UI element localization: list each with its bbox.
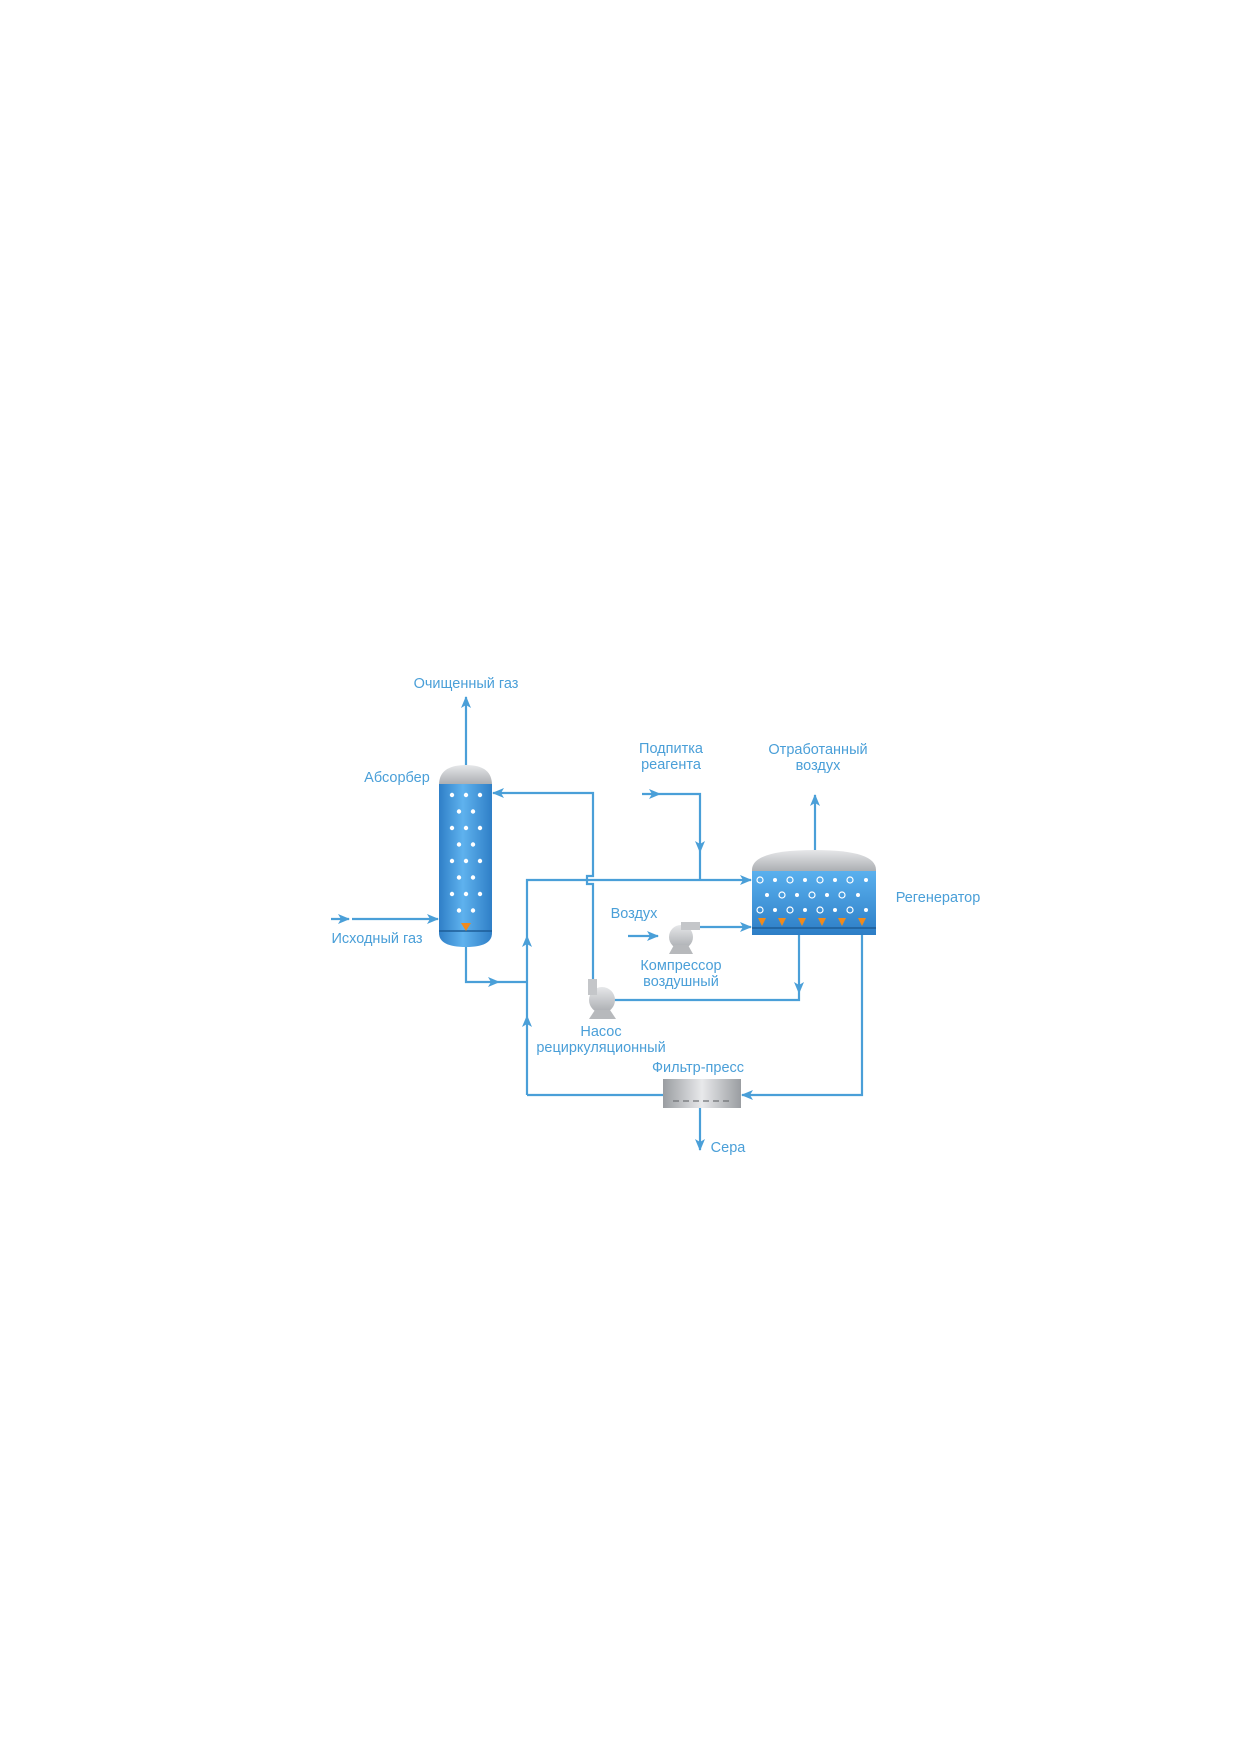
label-sulfur: Сера bbox=[711, 1140, 747, 1156]
regenerator-bubble bbox=[816, 906, 824, 914]
label-absorber: Абсорбер bbox=[364, 770, 430, 786]
pump-base bbox=[589, 1010, 616, 1019]
filter-press bbox=[663, 1079, 741, 1108]
compressor-body bbox=[669, 925, 693, 949]
regenerator-bubble bbox=[816, 876, 824, 884]
absorber-body bbox=[439, 784, 492, 932]
absorber-bubble bbox=[456, 809, 462, 814]
absorber-top-cap bbox=[439, 765, 492, 785]
flow-lines bbox=[331, 696, 864, 1151]
absorber-bubble bbox=[477, 891, 483, 897]
sulfur-drop bbox=[798, 918, 806, 926]
absorber-bubble bbox=[456, 875, 462, 880]
reagent-makeup-line bbox=[660, 792, 705, 853]
absorber-bubbles bbox=[449, 792, 483, 913]
absorber-bubble bbox=[463, 792, 469, 798]
air-compressor bbox=[669, 922, 700, 954]
label-spent-air-2: воздух bbox=[796, 758, 841, 774]
absorber bbox=[439, 765, 492, 947]
absorber-bubble bbox=[449, 825, 455, 831]
regenerator-bubble bbox=[808, 891, 816, 899]
recirculation-pump bbox=[588, 979, 616, 1019]
regenerator-bubble bbox=[803, 908, 807, 912]
absorber-bubble bbox=[477, 825, 483, 831]
labels: Очищенный газ Абсорбер Исходный газ Подп… bbox=[331, 676, 980, 1156]
regenerator-bubble bbox=[756, 876, 764, 884]
absorber-bottom bbox=[439, 931, 492, 947]
absorber-bubble bbox=[449, 858, 455, 864]
label-pump-1: Насос bbox=[580, 1024, 621, 1040]
absorber-bubble bbox=[456, 908, 462, 913]
label-reagent-makeup-1: Подпитка bbox=[639, 741, 704, 757]
label-raw-gas: Исходный газ bbox=[331, 931, 422, 947]
regenerator-bubble bbox=[795, 893, 799, 897]
regenerator-bubble bbox=[864, 878, 868, 882]
recirculation-line bbox=[492, 788, 595, 985]
label-compressor-1: Компрессор bbox=[640, 958, 721, 974]
regenerator-bubble bbox=[825, 893, 829, 897]
slurry-line bbox=[741, 935, 864, 1100]
regenerator-bubble bbox=[773, 908, 777, 912]
label-compressor-2: воздушный bbox=[643, 974, 719, 990]
regenerator-bubble bbox=[786, 906, 794, 914]
regenerator-body bbox=[752, 871, 876, 935]
regenerator-bubble bbox=[765, 893, 769, 897]
label-spent-air-1: Отработанный bbox=[768, 742, 867, 758]
label-purified-gas: Очищенный газ bbox=[414, 676, 519, 692]
filter-press-body bbox=[663, 1079, 741, 1108]
regenerator-bubble bbox=[803, 878, 807, 882]
absorber-bubble bbox=[463, 825, 469, 831]
regenerator-dome bbox=[752, 850, 876, 872]
pump-inlet bbox=[588, 979, 597, 995]
label-filter-press: Фильтр-пресс bbox=[652, 1060, 744, 1076]
regenerator-bubble bbox=[846, 876, 854, 884]
compressor-outlet bbox=[681, 922, 700, 930]
regenerator-bubble bbox=[838, 891, 846, 899]
regenerator-bubble bbox=[756, 906, 764, 914]
absorber-bubble bbox=[456, 842, 462, 847]
label-pump-2: рециркуляционный bbox=[536, 1040, 665, 1056]
sulfur-drop bbox=[778, 918, 786, 926]
absorber-bubble bbox=[449, 792, 455, 798]
regenerator-bubble bbox=[778, 891, 786, 899]
absorber-bubble bbox=[470, 842, 476, 847]
compressor-base bbox=[669, 945, 693, 954]
regenerator-bubble bbox=[864, 908, 868, 912]
regenerator bbox=[752, 850, 876, 935]
absorber-bubble bbox=[470, 809, 476, 814]
absorber-bubble bbox=[463, 858, 469, 864]
regenerator-bubbles bbox=[756, 876, 868, 914]
absorber-outlet-line bbox=[464, 944, 500, 987]
absorber-bubble bbox=[449, 891, 455, 897]
absorber-sulfur-drop bbox=[461, 923, 471, 931]
label-regenerator: Регенератор bbox=[896, 890, 981, 906]
sulfur-drop bbox=[838, 918, 846, 926]
sulfur-drop bbox=[818, 918, 826, 926]
regenerator-bubble bbox=[773, 878, 777, 882]
regenerator-bubble bbox=[856, 893, 860, 897]
pump-suction-line bbox=[613, 993, 801, 1002]
absorber-bubble bbox=[477, 792, 483, 798]
regenerator-bubble bbox=[833, 908, 837, 912]
absorber-bubble bbox=[463, 891, 469, 897]
absorber-bubble bbox=[470, 875, 476, 880]
absorber-bubble bbox=[470, 908, 476, 913]
regenerator-feed-line bbox=[525, 875, 752, 936]
sulfur-drop bbox=[858, 918, 866, 926]
absorber-bubble bbox=[477, 858, 483, 864]
label-air: Воздух bbox=[611, 906, 659, 922]
regenerator-bubble bbox=[846, 906, 854, 914]
label-reagent-makeup-2: реагента bbox=[641, 757, 702, 773]
regenerator-sulfur-drops bbox=[758, 918, 866, 926]
regenerator-bubble bbox=[786, 876, 794, 884]
sulfur-drop bbox=[758, 918, 766, 926]
regenerator-bubble bbox=[833, 878, 837, 882]
